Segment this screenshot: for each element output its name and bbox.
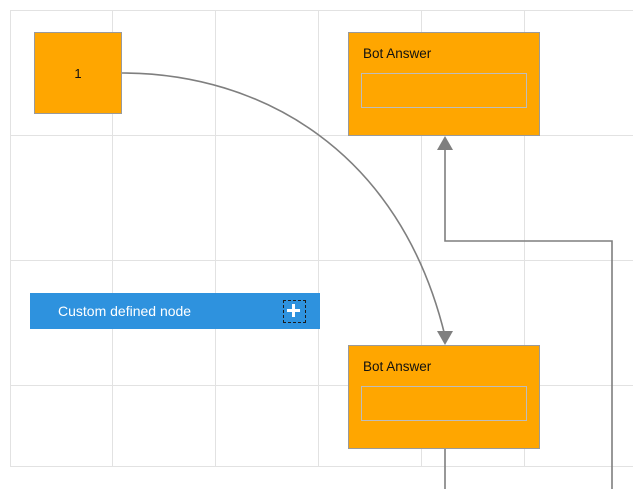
node-bot-answer-top-title: Bot Answer: [363, 46, 432, 61]
grid-line-vertical: [215, 10, 216, 466]
custom-defined-node-item[interactable]: Custom defined node: [30, 293, 320, 329]
node-bot-answer-bottom-slot[interactable]: [361, 385, 527, 421]
node-start[interactable]: 1: [34, 32, 122, 114]
node-bot-answer-top-slot[interactable]: [361, 72, 527, 108]
node-bot-answer-bottom-title: Bot Answer: [363, 359, 432, 374]
grid-line-vertical: [10, 10, 11, 466]
plus-icon[interactable]: [283, 299, 306, 323]
node-start-label: 1: [74, 65, 82, 81]
grid-line-horizontal: [10, 260, 633, 261]
grid-line-horizontal: [10, 466, 633, 467]
node-bot-answer-top[interactable]: Bot Answer: [348, 32, 540, 136]
grid-line-vertical: [318, 10, 319, 466]
grid-line-vertical: [112, 10, 113, 466]
grid-line-horizontal: [10, 385, 633, 386]
node-bot-answer-bottom[interactable]: Bot Answer: [348, 345, 540, 449]
custom-defined-node-label: Custom defined node: [58, 303, 192, 319]
grid-line-horizontal: [10, 10, 633, 11]
